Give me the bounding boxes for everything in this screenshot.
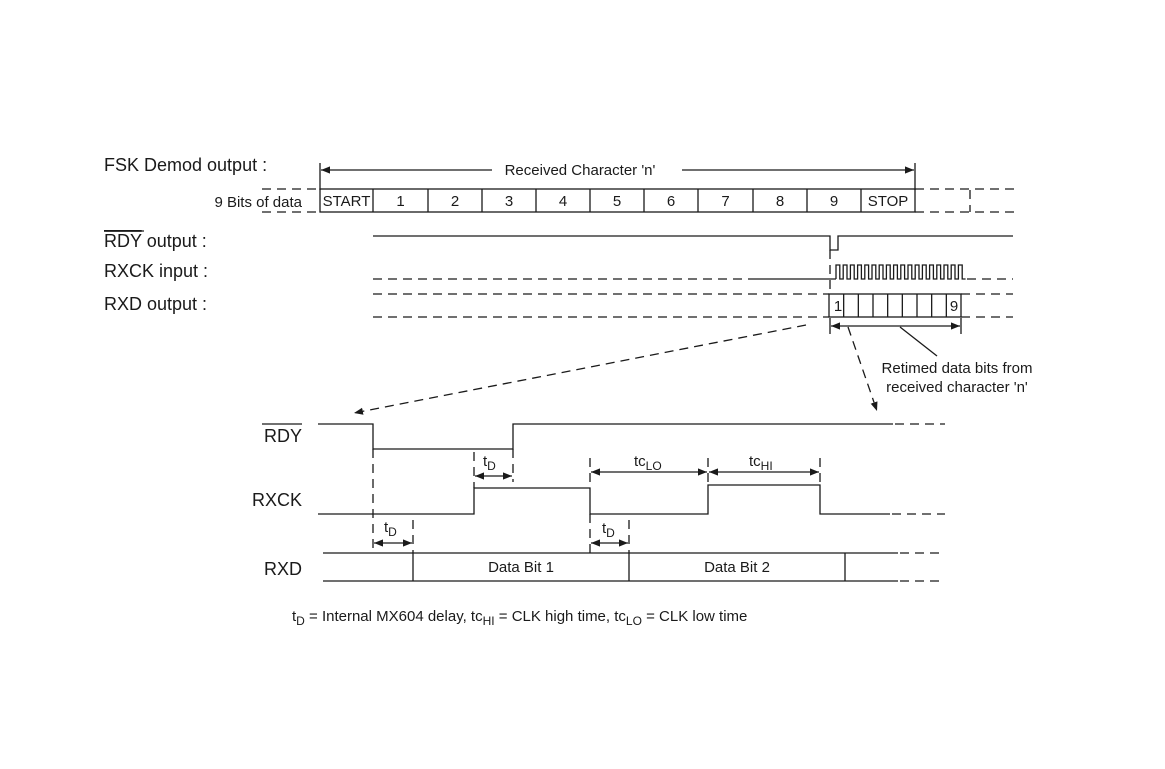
td-label-1: tD [483, 453, 496, 473]
td-label-2: tD [384, 519, 397, 539]
td-label-3: tD [602, 520, 615, 540]
retimed-label-line1: Retimed data bits from [882, 360, 1033, 377]
zoom-arrow-left [353, 324, 807, 415]
bit-cell-label: 5 [613, 193, 621, 210]
detail-rdy-label: RDY [264, 426, 302, 446]
received-character-label: Received Character 'n' [505, 162, 656, 179]
tc-hi-label: tcHI [749, 453, 773, 473]
bit-cell-label: 6 [667, 193, 675, 210]
rdy-overline-text: RDY [104, 231, 142, 251]
rdy-output-label: RDY output : [104, 231, 207, 251]
bit-cell-label: STOP [868, 193, 909, 210]
bit-frame [319, 188, 916, 213]
overview-section: FSK Demod output : Received Character 'n… [104, 155, 1033, 415]
rdy-overview-waveform [373, 235, 1013, 251]
bit-cell-label: START [323, 193, 371, 210]
bit-dividers [372, 189, 862, 212]
rxck-input-label: RXCK input : [104, 261, 208, 281]
footnote: tD = Internal MX604 delay, tcHI = CLK hi… [292, 608, 747, 628]
bit-cell-label: 9 [830, 193, 838, 210]
bits-of-data-label: 9 Bits of data [214, 194, 302, 211]
rxd-frame [828, 293, 962, 318]
detail-section: RDY RXCK RXD Data Bit 1 Data Bit 2 tD [252, 423, 945, 582]
bit-cell-label: 4 [559, 193, 567, 210]
rxd-first-bit: 1 [834, 298, 842, 315]
tc-lo-label: tcLO [634, 453, 662, 473]
retimed-label-line2: received character 'n' [886, 379, 1028, 396]
bit-cell-label: 3 [505, 193, 513, 210]
bit-cell-label: 2 [451, 193, 459, 210]
bit-labels: START 1 2 3 4 5 6 7 8 9 STOP [323, 193, 909, 210]
bit-cell-label: 1 [396, 193, 404, 210]
rxd-last-bit: 9 [950, 298, 958, 315]
detail-rxd-label: RXD [264, 559, 302, 579]
bit-cell-label: 8 [776, 193, 784, 210]
data-bit-2-label: Data Bit 2 [704, 559, 770, 576]
rdy-output-suffix: output : [142, 231, 207, 251]
rxd-output-label: RXD output : [104, 294, 207, 314]
detail-rxck-label: RXCK [252, 490, 302, 510]
bit-cell-label: 7 [721, 193, 729, 210]
detail-rxck-waveform [318, 484, 890, 515]
rxck-overview-pulses [835, 264, 966, 280]
fsk-demod-label: FSK Demod output : [104, 155, 267, 175]
retimed-leader [899, 326, 938, 357]
data-bit-1-label: Data Bit 1 [488, 559, 554, 576]
rxd-dividers [843, 294, 947, 317]
zoom-arrow-right [847, 326, 878, 412]
detail-rdy-waveform [318, 423, 893, 450]
